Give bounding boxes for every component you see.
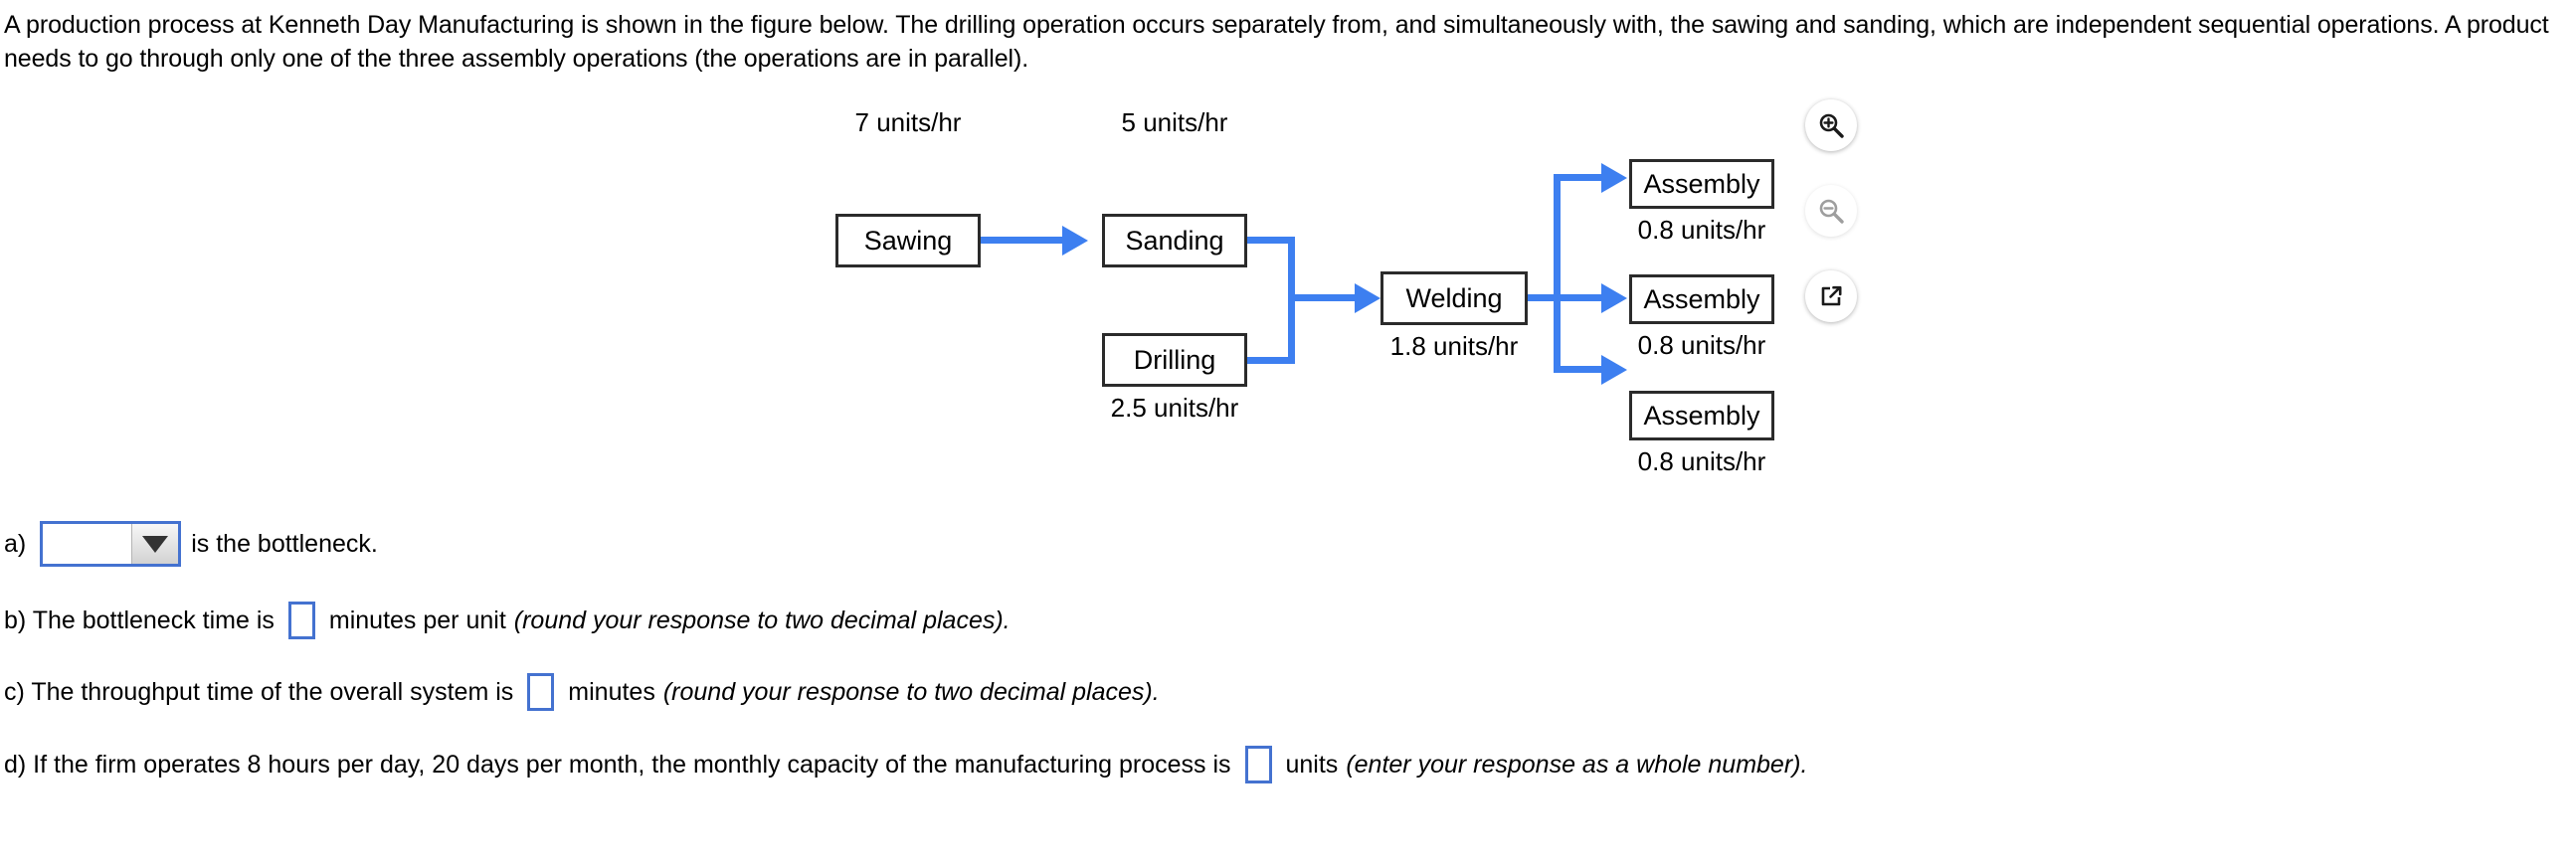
- open-in-new-window-button[interactable]: [1805, 270, 1857, 322]
- answer-a-prefix: a): [4, 530, 27, 558]
- process-flow-diagram: 7 units/hr Sawing 5 units/hr Sanding Dri…: [0, 89, 2576, 497]
- connector-split-to-assembly-2: [1554, 294, 1605, 301]
- node-drilling: Drilling: [1102, 333, 1247, 387]
- zoom-in-button[interactable]: [1805, 99, 1857, 151]
- arrowhead-sawing-to-sanding: [1062, 226, 1088, 256]
- chevron-down-icon: [131, 524, 179, 564]
- answer-line-d: d) If the firm operates 8 hours per day,…: [4, 746, 1815, 783]
- arrowhead-assembly-1: [1601, 163, 1627, 193]
- zoom-out-icon: [1816, 196, 1846, 226]
- answer-line-c: c) The throughput time of the overall sy…: [4, 673, 1168, 711]
- node-assembly-3: Assembly: [1629, 391, 1774, 440]
- monthly-capacity-input[interactable]: [1244, 746, 1272, 783]
- node-welding: Welding: [1380, 271, 1528, 325]
- answer-c-note: (round your response to two decimal plac…: [662, 678, 1160, 706]
- answer-b-prefix: b) The bottleneck time is: [4, 607, 275, 634]
- answer-d-middle: units: [1285, 751, 1339, 779]
- bottleneck-time-input[interactable]: [287, 602, 315, 639]
- answer-b-note: (round your response to two decimal plac…: [513, 607, 1011, 634]
- open-in-new-window-icon: [1817, 282, 1845, 310]
- node-assembly-2: Assembly: [1629, 274, 1774, 324]
- welding-rate-label: 1.8 units/hr: [1389, 331, 1519, 361]
- sanding-rate-label: 5 units/hr: [1121, 107, 1228, 137]
- answer-line-b: b) The bottleneck time is minutes per un…: [4, 602, 1018, 639]
- connector-sanding-to-merge: [1247, 237, 1295, 244]
- answer-b-middle: minutes per unit: [328, 607, 506, 634]
- problem-statement: A production process at Kenneth Day Manu…: [4, 11, 2549, 73]
- connector-split-bus: [1554, 174, 1561, 373]
- connector-welding-to-split: [1528, 294, 1561, 301]
- arrowhead-assembly-2: [1601, 283, 1627, 313]
- answer-line-a: a) is the bottleneck.: [4, 521, 386, 567]
- answer-c-prefix: c) The throughput time of the overall sy…: [4, 678, 514, 706]
- throughput-time-input[interactable]: [527, 673, 555, 711]
- figure-toolbar: [1805, 99, 1871, 356]
- assembly-1-rate-label: 0.8 units/hr: [1637, 215, 1766, 245]
- sawing-rate-label: 7 units/hr: [854, 107, 962, 137]
- bottleneck-select-value: [43, 524, 131, 564]
- connector-split-to-assembly-1: [1554, 174, 1605, 181]
- drilling-rate-label: 2.5 units/hr: [1110, 393, 1239, 423]
- arrowhead-merge-to-welding: [1355, 283, 1380, 313]
- bottleneck-select[interactable]: [40, 521, 182, 567]
- connector-drilling-to-merge: [1247, 357, 1295, 364]
- answer-d-prefix: d) If the firm operates 8 hours per day,…: [4, 751, 1231, 779]
- connector-merge-to-welding: [1288, 294, 1358, 301]
- arrowhead-assembly-3: [1601, 355, 1627, 385]
- assembly-3-rate-label: 0.8 units/hr: [1637, 446, 1766, 476]
- node-sanding: Sanding: [1102, 214, 1247, 267]
- zoom-out-button[interactable]: [1805, 185, 1857, 237]
- zoom-in-icon: [1816, 110, 1846, 140]
- answer-d-note: (enter your response as a whole number).: [1346, 751, 1808, 779]
- node-sawing: Sawing: [835, 214, 981, 267]
- node-assembly-1: Assembly: [1629, 159, 1774, 209]
- connector-sawing-to-sanding: [981, 237, 1064, 244]
- connector-split-to-assembly-3: [1554, 366, 1605, 373]
- answer-a-suffix: is the bottleneck.: [191, 530, 378, 558]
- assembly-2-rate-label: 0.8 units/hr: [1637, 330, 1766, 360]
- answer-c-middle: minutes: [568, 678, 655, 706]
